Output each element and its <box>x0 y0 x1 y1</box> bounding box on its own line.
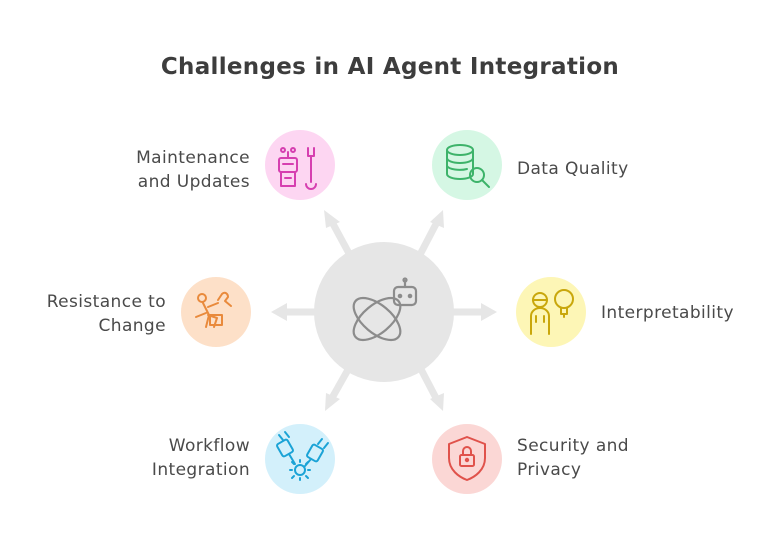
plug-gear-icon <box>276 431 329 481</box>
interpretability-circle <box>516 277 586 347</box>
person-resisting-icon <box>195 291 232 328</box>
person-idea-icon <box>530 289 574 335</box>
center-circle <box>314 242 454 382</box>
database-search-icon <box>446 144 490 188</box>
label-workflow: Workflow Integration <box>151 436 250 480</box>
label-resistance: Resistance to Change <box>46 292 166 336</box>
maintenance-circle <box>265 130 335 200</box>
diagram-title: Challenges in AI Agent Integration <box>160 54 620 80</box>
ai-robot-atom-icon <box>352 277 418 342</box>
resistance-circle <box>181 277 251 347</box>
label-maintenance: Maintenance and Updates <box>136 148 250 192</box>
label-interpretability: Interpretability <box>601 303 734 323</box>
robot-wrench-icon <box>278 147 317 190</box>
shield-lock-icon <box>448 436 486 481</box>
label-data-quality: Data Quality <box>517 159 629 179</box>
label-security: Security and Privacy <box>517 436 629 480</box>
data-quality-circle <box>432 130 502 200</box>
